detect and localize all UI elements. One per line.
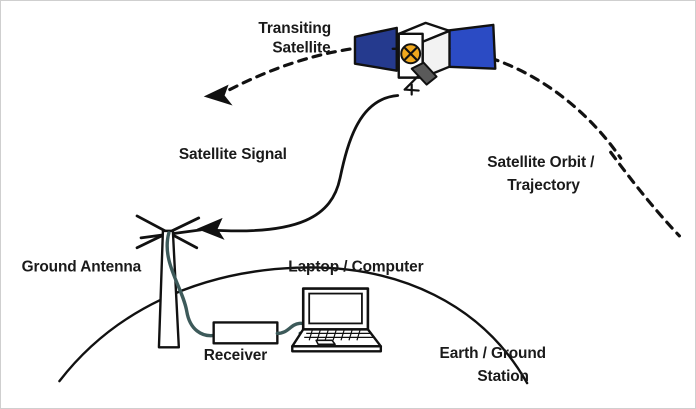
label-receiver: Receiver bbox=[204, 347, 268, 364]
laptop-trackpad bbox=[315, 339, 336, 346]
satellite-sensor-icon bbox=[410, 61, 438, 86]
label-earth-ground-line2: Station bbox=[477, 368, 529, 385]
label-satellite-orbit-line2: Trajectory bbox=[507, 177, 580, 194]
earth-surface-curve bbox=[58, 266, 529, 385]
laptop-computer bbox=[291, 287, 383, 353]
label-transiting-satellite-line1: Transiting bbox=[258, 20, 331, 37]
signal-arrowhead bbox=[196, 217, 225, 240]
label-earth-ground-line1: Earth / Ground bbox=[440, 345, 546, 362]
transiting-satellite bbox=[353, 21, 497, 96]
laptop-keys bbox=[304, 330, 375, 341]
label-ground-antenna: Ground Antenna bbox=[22, 259, 142, 276]
receiver-box bbox=[212, 321, 279, 345]
label-laptop-computer: Laptop / Computer bbox=[288, 259, 423, 276]
orbit-direction-arrowhead bbox=[203, 84, 233, 106]
antenna-feed-cable bbox=[165, 231, 217, 338]
ground-antenna-tower bbox=[135, 214, 217, 349]
antenna-mast bbox=[157, 229, 181, 349]
label-satellite-orbit-line1: Satellite Orbit / bbox=[487, 154, 595, 171]
laptop-screen-inner bbox=[308, 292, 363, 325]
satellite-orbit-path bbox=[203, 45, 681, 238]
satellite-signal-path bbox=[196, 94, 400, 240]
solar-panel-left bbox=[353, 26, 398, 72]
label-satellite-signal: Satellite Signal bbox=[179, 146, 287, 163]
label-transiting-satellite-line2: Satellite bbox=[272, 40, 331, 57]
laptop-base-edge bbox=[291, 345, 383, 353]
solar-panel-right bbox=[444, 23, 497, 70]
